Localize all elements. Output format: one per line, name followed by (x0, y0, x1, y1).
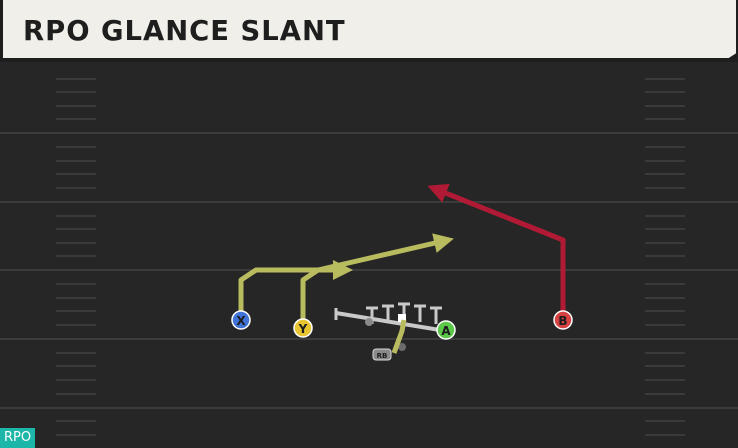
player-y: Y (293, 318, 313, 338)
player-a-label: A (441, 324, 451, 338)
title-card: RPO GLANCE SLANT (3, 0, 736, 58)
play-diagram: X Y A B RB (0, 62, 738, 448)
player-rb-label: RB (377, 352, 388, 360)
player-a: A (436, 320, 456, 340)
route-rb (391, 319, 407, 354)
yard-lines (0, 132, 738, 409)
player-y-label: Y (298, 322, 308, 336)
hash-marks-left (56, 78, 96, 436)
hash-marks-right (645, 78, 685, 436)
player-rb: RB (372, 348, 392, 361)
play-title: RPO GLANCE SLANT (23, 14, 346, 47)
route-y (300, 233, 454, 327)
title-bar: RPO GLANCE SLANT (0, 0, 738, 62)
offensive-line (334, 302, 442, 351)
rpo-tag: RPO (0, 428, 36, 448)
player-b: B (553, 310, 573, 330)
route-b (427, 183, 566, 319)
player-b-label: B (558, 314, 567, 328)
field-surface (0, 62, 738, 448)
player-x: X (231, 310, 251, 330)
route-x (238, 260, 353, 319)
player-x-label: X (236, 314, 246, 328)
